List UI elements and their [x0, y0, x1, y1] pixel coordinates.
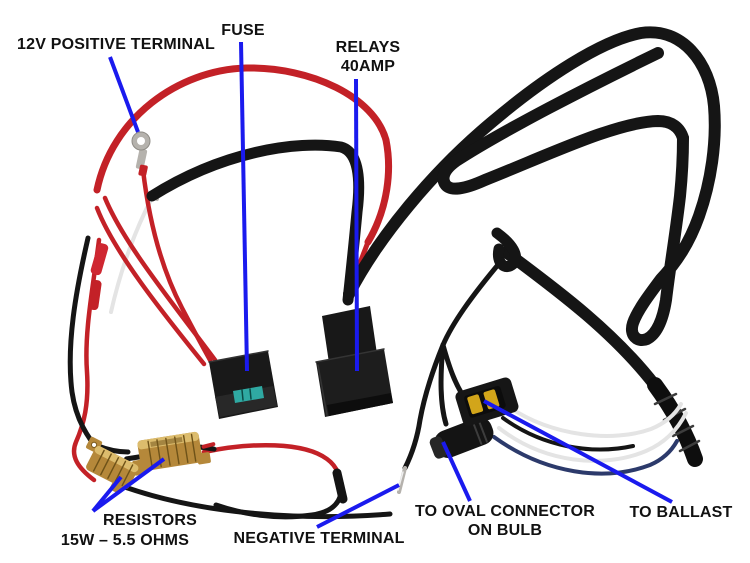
callout-negative-terminal	[316, 483, 400, 529]
negative-terminal-lead	[397, 466, 407, 494]
label-resistors-line1: RESISTORS	[103, 512, 197, 529]
callout-oval-connector	[441, 441, 472, 502]
fuse-element	[233, 386, 264, 403]
label-oval-connector: TO OVAL CONNECTOR ON BULB	[415, 502, 595, 540]
label-resistors-line2: 15W – 5.5 OHMS	[60, 532, 190, 549]
load-resistor	[124, 431, 217, 476]
crimp-splice	[88, 243, 109, 311]
red-power-wires	[71, 64, 393, 483]
label-relays-line2: 40AMP	[340, 58, 396, 75]
label-oval-connector-line2: ON BULB	[467, 522, 543, 539]
label-oval-connector-line1: TO OVAL CONNECTOR	[414, 503, 596, 520]
callout-resistor-right	[91, 457, 166, 513]
label-positive-terminal: 12V POSITIVE TERMINAL	[16, 36, 216, 53]
ring-terminal	[131, 131, 151, 177]
oval-connector	[429, 417, 494, 459]
callout-relay	[354, 78, 359, 372]
cable-loops	[343, 26, 721, 394]
bottom-red-jumper	[201, 442, 348, 504]
label-negative-terminal: NEGATIVE TERMINAL	[233, 530, 405, 547]
label-fuse: FUSE	[221, 22, 265, 39]
label-relays: RELAYS 40AMP	[336, 38, 401, 76]
label-ballast: TO BALLAST	[629, 504, 733, 521]
load-resistor	[86, 436, 139, 494]
fuse-holder	[208, 350, 278, 419]
connector-loop-wires	[492, 402, 688, 476]
callout-ballast	[483, 399, 673, 504]
relay	[315, 306, 393, 417]
callout-lines	[91, 41, 673, 529]
left-black-wire	[67, 235, 103, 455]
callout-positive-terminal	[108, 56, 140, 133]
callout-fuse	[239, 41, 249, 372]
label-relays-line1: RELAYS	[335, 39, 401, 56]
connector-feed-wires	[402, 257, 505, 471]
harness-sheath	[146, 139, 365, 306]
